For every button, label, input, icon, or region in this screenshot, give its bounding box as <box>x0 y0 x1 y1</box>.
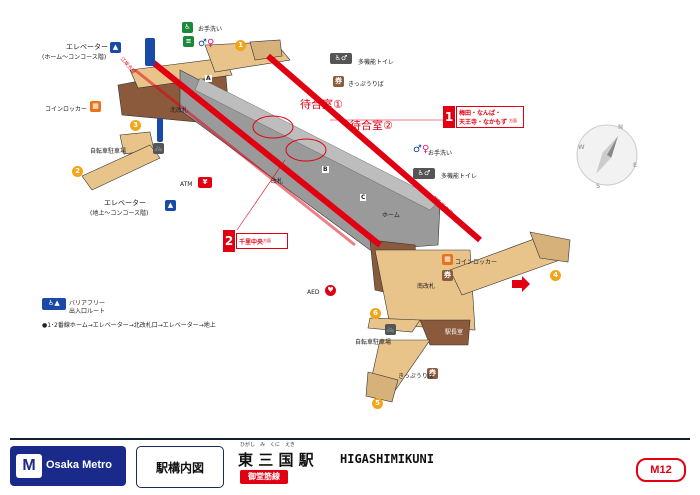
dest1-suffix: 方面 <box>509 118 517 123</box>
ticket-machine-icon-south: 券 <box>442 270 453 281</box>
stairs-icon-top: ≡ <box>183 36 194 47</box>
accessible-icon: ♿ <box>182 22 193 33</box>
toilet-right-label: お手洗い <box>428 150 453 157</box>
brand-logo[interactable]: M Osaka Metro <box>10 446 126 486</box>
toilet-figures: ♂♀ <box>198 38 215 49</box>
ticket-machine-icon-bottom: 券 <box>427 368 438 379</box>
bike-bottom-label: 自転車駐車場 <box>355 339 392 346</box>
ticket-top-label: きっぷうりば <box>348 81 384 88</box>
exit-3-badge[interactable]: 3 <box>130 120 141 131</box>
waiting-room-1-label: 待合室① <box>300 98 343 111</box>
exit-5-badge[interactable]: 5 <box>372 398 383 409</box>
aed-icon[interactable]: ♥ <box>325 285 336 296</box>
corridor-exit-4-end <box>529 231 571 263</box>
atm-icon[interactable]: ¥ <box>198 177 212 188</box>
corridor-exit-1-end <box>249 39 283 61</box>
dest2-label: 千里中央 <box>239 239 264 246</box>
exit-arrow <box>512 276 530 292</box>
station-roman: HIGASHIMIKUNI <box>340 452 434 466</box>
ticket-bottom-label: きっぷうりば <box>398 373 434 380</box>
elevator-shaft-icon <box>145 38 155 66</box>
ticket-machine-icon-top: 券 <box>333 76 344 87</box>
elevator-top-sublabel: (ホーム〜コンコース階) <box>42 54 107 61</box>
dest1-box: 梅田・なんば・ 天王寺・なかもず 方面 <box>456 106 524 128</box>
accessible-toilet-icon-right: ♿♂ <box>413 168 435 179</box>
track-line-2 <box>148 57 382 248</box>
dest2-box: 千里中央 方面 <box>236 233 288 249</box>
station-furigana: ひがし み くに えき <box>240 442 295 448</box>
compass-n: N <box>618 124 624 131</box>
footer-divider <box>10 438 690 440</box>
platform-top <box>194 77 441 211</box>
coin-locker-right-label: コインロッカー <box>455 259 498 266</box>
multi-toilet-top-label: 多機能トイレ <box>358 59 395 66</box>
barrier-free-label-2: 出入口ルート <box>69 308 106 315</box>
waiting-room-2-label: 待合室② <box>350 119 393 132</box>
platform-letter-b: B <box>322 166 329 173</box>
dest2-suffix: 方面 <box>263 238 271 243</box>
coin-locker-left-label: コインロッカー <box>45 106 88 113</box>
platform-letter-a: A <box>205 75 212 82</box>
north-gate-label: 北改札 <box>170 107 189 114</box>
dest2-number: 2 <box>223 230 235 252</box>
leader-dest2 <box>236 159 286 231</box>
barrier-free-icon: ♿▲ <box>42 298 66 310</box>
bike-left-label: 自転車駐車場 <box>90 148 127 155</box>
toilet-top-label: お手洗い <box>198 26 223 33</box>
compass-s: S <box>596 183 601 190</box>
track-line-2-lower <box>134 68 356 247</box>
waiting-room-1 <box>252 115 294 139</box>
south-station-office <box>419 319 471 346</box>
compass-e: E <box>633 162 638 169</box>
station-code: M12 <box>650 464 672 476</box>
elevator-shaft-left <box>157 118 163 142</box>
bike-bottom-icon: 🚲 <box>385 324 396 335</box>
barrier-free-label-1: バリアフリー <box>69 300 106 307</box>
line-name: 御堂筋線 <box>248 472 280 481</box>
station-map <box>81 39 638 403</box>
elevator-icon[interactable]: ▲ <box>110 42 121 53</box>
map-title-box: 駅構内図 <box>136 446 224 488</box>
corridor-exit-2 <box>81 144 161 191</box>
brand-mark-icon: M <box>16 454 42 478</box>
dest1-line2: 天王寺・なかもず <box>459 119 508 126</box>
exit-4-badge[interactable]: 4 <box>550 270 561 281</box>
elevator-bottom-label: エレベーター <box>104 199 146 207</box>
dest1-number: 1 <box>443 106 455 128</box>
route-note: ●1･2番線ホーム→エレベーター→北改札口→エレベーター→地上 <box>42 322 216 329</box>
exit-1-badge[interactable]: 1 <box>235 40 246 51</box>
aed-label: AED <box>307 289 320 296</box>
accessible-toilet-icon-top: ♿♂ <box>330 53 352 64</box>
map-title: 駅構内図 <box>155 461 204 475</box>
compass <box>576 124 638 186</box>
station-code-badge: M12 <box>636 458 686 482</box>
platform-letter-c: C <box>360 194 367 201</box>
exit-2-badge[interactable]: 2 <box>72 166 83 177</box>
waiting-room-2 <box>285 138 327 162</box>
bike-left-icon: 🚲 <box>153 143 164 154</box>
coin-locker-left-icon[interactable]: ▦ <box>90 101 101 112</box>
elevator-bottom-icon[interactable]: ▲ <box>165 200 176 211</box>
elevator-bottom-sublabel: (地上〜コンコース階) <box>90 210 149 217</box>
station-kanji: 東 三 国 駅 <box>238 451 314 469</box>
compass-w: W <box>578 144 585 151</box>
line-name-badge: 御堂筋線 <box>240 470 288 484</box>
south-gate-label: 南改札 <box>417 283 436 290</box>
track-line-1 <box>266 53 482 243</box>
platform-label: ホーム <box>382 212 400 219</box>
corridor-exit-5-end <box>365 371 399 403</box>
dest1-line1: 梅田・なんば・ <box>459 110 502 117</box>
exit-6-badge[interactable]: 6 <box>370 308 381 319</box>
elevator-top-label: エレベーター <box>66 43 108 51</box>
atm-label: ATM <box>180 181 193 188</box>
multi-toilet-right-label: 多機能トイレ <box>441 173 478 180</box>
brand-name: Osaka Metro <box>46 459 113 471</box>
station-office-label: 駅長室 <box>445 329 464 336</box>
coin-locker-right-icon[interactable]: ▦ <box>442 254 453 265</box>
toilet-right-figures: ♂♀ <box>413 144 430 155</box>
ticket-gate-label: 改札 <box>271 178 284 185</box>
